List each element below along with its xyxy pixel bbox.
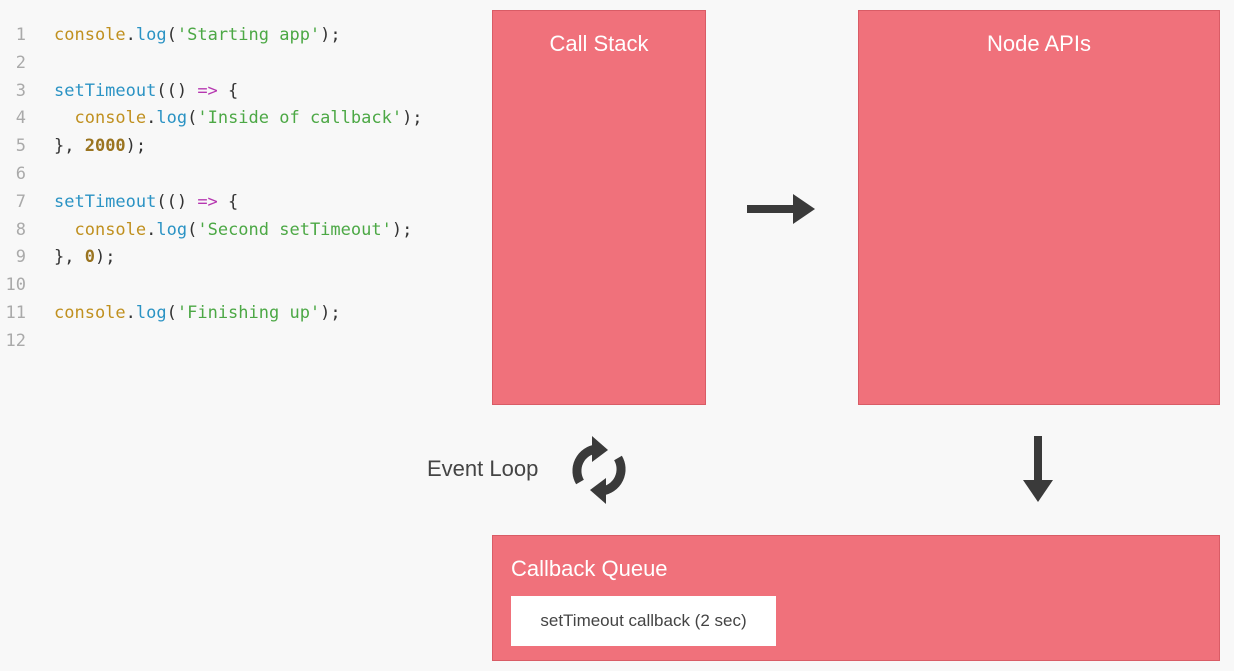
code-token: (() [156,191,198,212]
code-token: => [197,191,218,212]
code-token: }, [54,136,85,157]
code-token: . [146,219,157,240]
code-line: 6 [0,161,423,189]
callback-queue-box: Callback Queue setTimeout callback (2 se… [492,535,1220,661]
code-token: 0 [84,247,95,268]
line-number: 12 [5,330,26,351]
code-token: ( [187,108,198,129]
code-line: 5}, 2000); [0,133,423,161]
call-stack-box: Call Stack [492,10,706,405]
code-token: log [156,219,188,240]
code-line: 10 [0,272,423,300]
code-token: setTimeout [54,191,157,212]
code-token: . [125,302,136,323]
node-apis-title: Node APIs [987,31,1091,56]
code-token: . [125,25,136,45]
event-loop-label: Event Loop [427,456,539,481]
code-token: 'Finishing up' [176,302,321,323]
code-token: setTimeout [54,80,157,101]
code-token: 'Inside of callback' [197,108,403,129]
code-token: . [146,108,157,129]
code-line: 12 [0,328,423,356]
code-token: ); [402,108,423,129]
code-token: ); [391,219,413,240]
code-token [54,105,74,133]
arrow-down-icon [1023,436,1053,502]
code-line: 11 console.log('Finishing up'); [0,300,423,328]
code-line: 3 setTimeout(() => { [0,78,423,106]
line-number: 10 [5,275,26,296]
code-line: 2 [0,50,423,78]
line-number: 7 [15,191,26,212]
callback-queue-title: Callback Queue [511,556,668,581]
code-token: ( [166,25,177,45]
call-stack-title: Call Stack [549,31,649,56]
code-token: console [54,302,126,323]
code-token: }, [54,247,85,268]
node-apis-box: Node APIs [858,10,1220,405]
code-token: ( [187,219,198,240]
code-token: console [74,219,147,240]
queue-item: setTimeout callback (2 sec) [511,596,776,646]
code-line: 1 console.log('Starting app'); [0,22,423,50]
code-token: (() [156,80,198,101]
code-token: ); [320,25,341,45]
code-token: 'Second setTimeout' [197,219,392,240]
code-token: 2000 [84,136,126,157]
code-line: 8 console.log('Second setTimeout'); [0,217,423,245]
line-number: 5 [15,136,26,157]
code-token: => [197,80,218,101]
line-number: 1 [15,25,26,45]
code-line: 4 console.log('Inside of callback'); [0,105,423,133]
line-number: 4 [15,108,26,129]
line-number: 8 [15,219,26,240]
code-token: { [217,191,239,212]
code-token: 'Starting app' [176,25,321,45]
line-number: 2 [15,52,26,73]
arrow-right-icon [747,194,815,224]
code-token: console [74,108,147,129]
line-number: 3 [15,80,26,101]
code-token: ); [320,302,341,323]
code-token: { [217,80,239,101]
code-token: ); [94,247,116,268]
line-number: 9 [15,247,26,268]
code-token [54,217,74,245]
code-token: log [135,302,167,323]
code-token: log [135,25,167,45]
code-line: 9}, 0); [0,244,423,272]
refresh-loop-icon [572,436,626,504]
code-token: console [54,25,126,45]
line-number: 11 [5,302,26,323]
line-number: 6 [15,163,26,184]
code-token: log [156,108,188,129]
code-token: ( [166,302,177,323]
code-line: 7 setTimeout(() => { [0,189,423,217]
code-token: ); [125,136,147,157]
